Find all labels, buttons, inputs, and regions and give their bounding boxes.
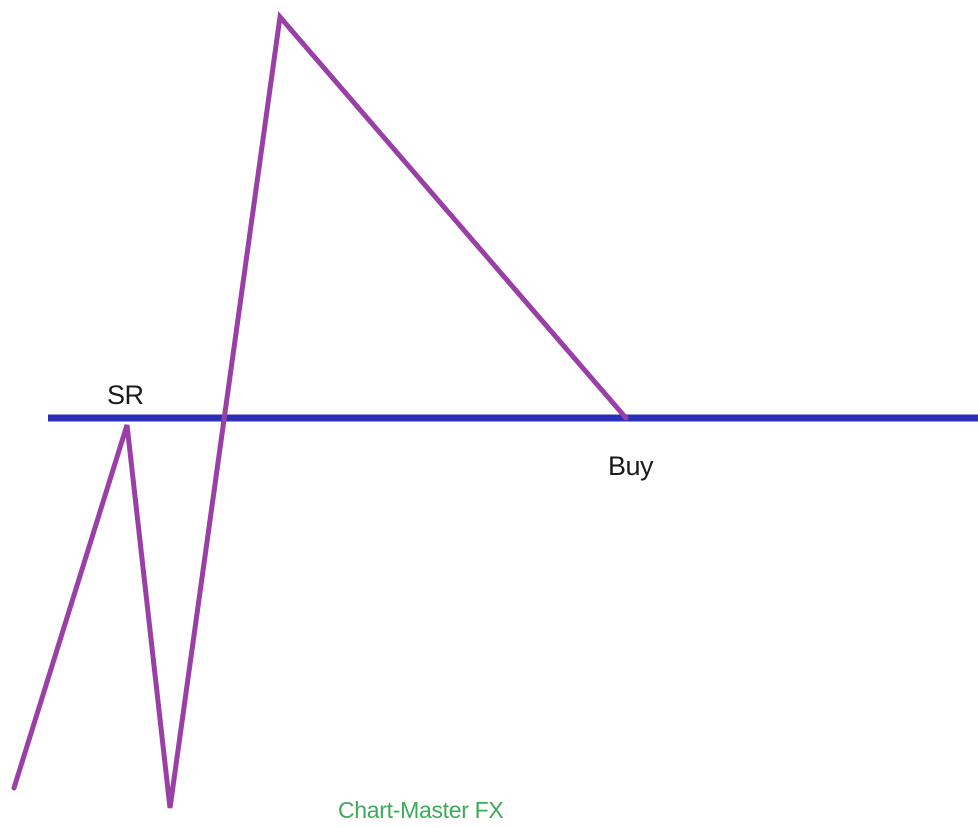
buy-label: Buy — [608, 451, 654, 481]
brand-watermark: Chart-Master FX — [338, 797, 503, 823]
sr-label: SR — [107, 380, 144, 410]
price-path-line — [11, 11, 629, 809]
